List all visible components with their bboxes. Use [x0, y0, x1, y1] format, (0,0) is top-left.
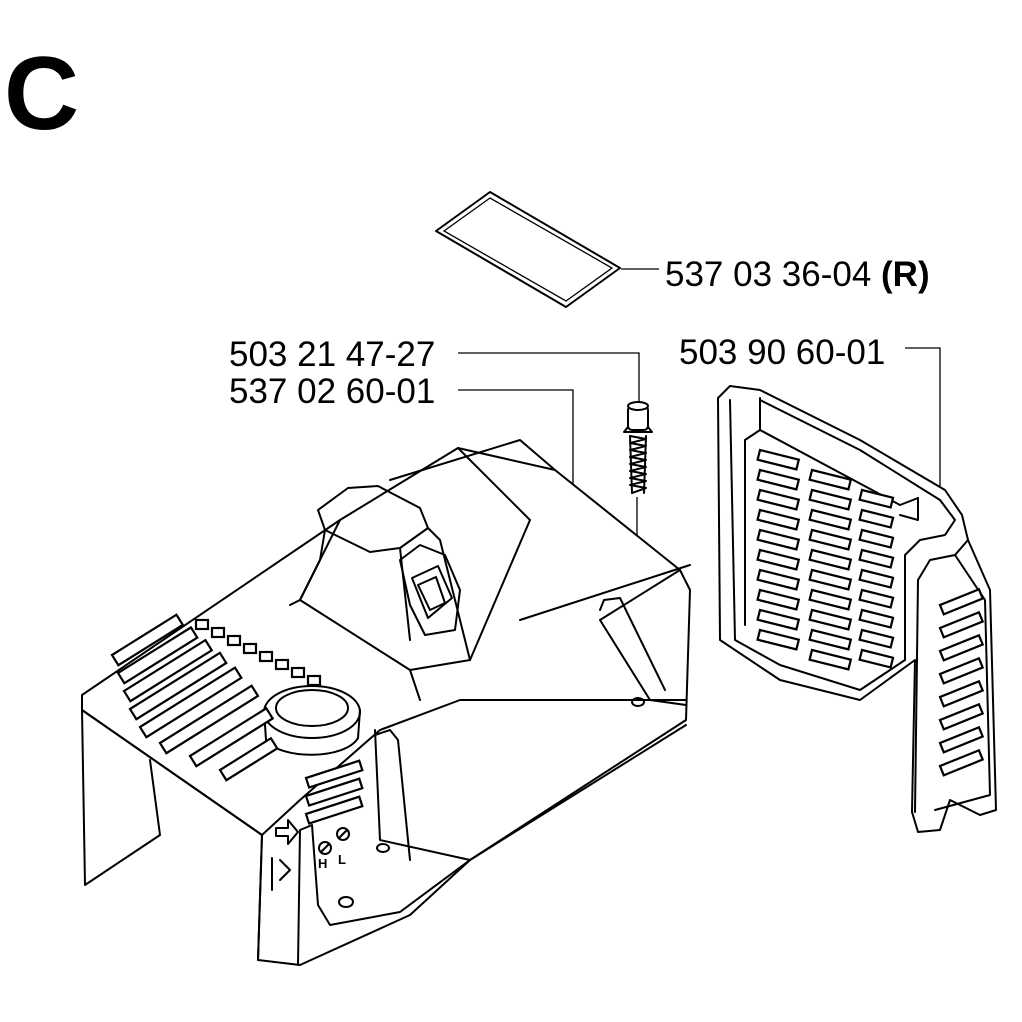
- screw: [623, 401, 653, 494]
- cover-marking-h: H: [318, 856, 327, 871]
- part-number: 503 21 47-27: [229, 335, 436, 374]
- cover-marking-l: L: [338, 852, 346, 867]
- part-label-cylinder-cover: 537 02 60-01: [229, 374, 435, 409]
- cooling-slots: [110, 613, 322, 782]
- air-grille: [717, 385, 997, 833]
- grille-louvers: [756, 448, 985, 777]
- section-letter: C: [4, 36, 80, 152]
- part-number: 503 90 60-01: [679, 333, 886, 372]
- part-number: 537 02 60-01: [229, 372, 436, 411]
- part-label-screw: 503 21 47-27: [229, 337, 435, 372]
- part-number: 537 03 36-04: [665, 255, 872, 294]
- part-label-air-grille: 503 90 60-01: [679, 335, 885, 370]
- decal: [435, 191, 621, 308]
- part-label-decal: 537 03 36-04 (R): [665, 257, 930, 292]
- cylinder-cover: H L: [81, 439, 691, 966]
- part-suffix: (R): [881, 255, 930, 294]
